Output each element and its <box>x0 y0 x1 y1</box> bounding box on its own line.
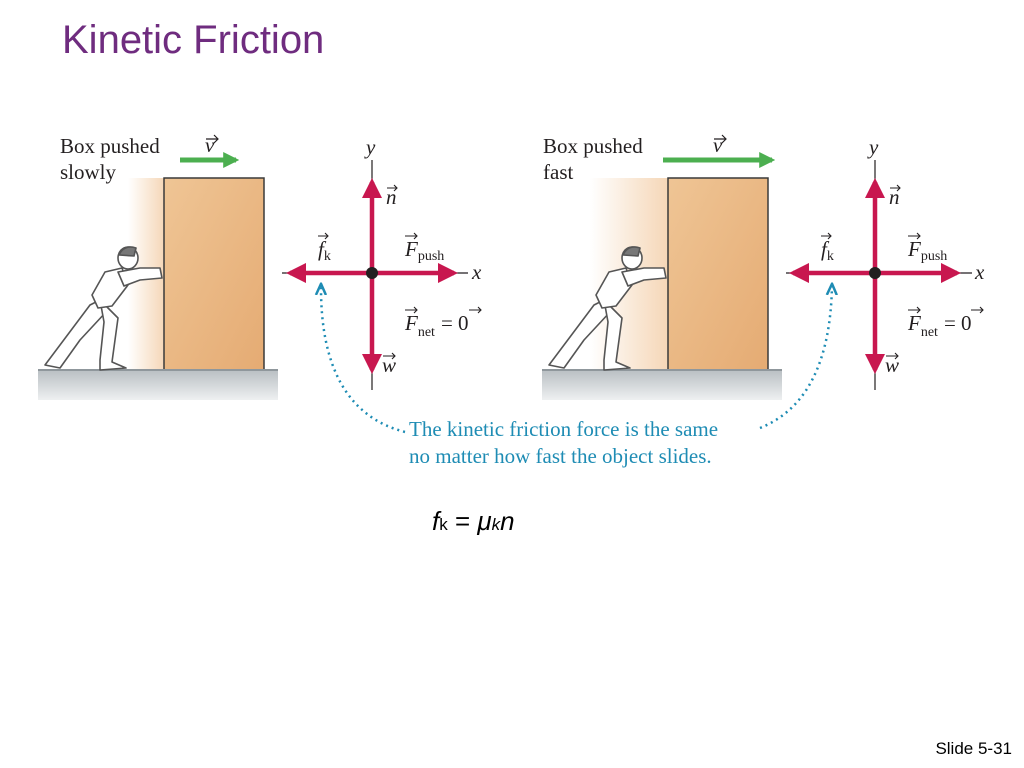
panel-slow-caption-line1: Box pushed <box>60 134 160 158</box>
vector-arrow-mark <box>405 232 418 240</box>
panel-slow-caption-line2: slowly <box>60 160 117 184</box>
person-pushing <box>548 246 667 371</box>
vector-arrow-mark <box>405 306 418 314</box>
formula-n: n <box>500 506 515 536</box>
dotted-connector-right <box>759 285 832 430</box>
person-pushing <box>44 246 163 371</box>
free-body-diagram-slow: y x n w fk Fpush Fnet= 0 <box>282 135 482 390</box>
slide-title: Kinetic Friction <box>62 18 325 62</box>
kinetic-friction-formula: fk = μkn <box>432 506 515 537</box>
vector-arrow-mark <box>383 352 396 360</box>
y-axis-label: y <box>867 135 879 159</box>
vector-arrow-mark <box>821 232 832 240</box>
free-body-diagram-fast: y x n w fk Fpush Fnet= 0 <box>786 135 985 390</box>
note-line1: The kinetic friction force is the same <box>409 417 718 441</box>
formula-f: f <box>432 506 440 536</box>
slide-number: Slide 5-31 <box>935 739 1012 758</box>
velocity-label: v <box>713 133 723 157</box>
panel-fast: Box pushed fast v y x n <box>542 133 985 400</box>
push-force-label: Fpush <box>404 237 444 264</box>
vector-arrow-mark <box>714 134 727 144</box>
formula-equals: = <box>447 506 478 536</box>
box <box>667 177 769 371</box>
velocity-label: v <box>205 133 215 157</box>
origin-dot <box>869 267 881 279</box>
normal-force-label: n <box>386 185 397 209</box>
normal-force-label: n <box>889 185 900 209</box>
vector-arrow-mark <box>908 306 921 314</box>
origin-dot <box>366 267 378 279</box>
friction-force-label: fk <box>318 237 331 264</box>
formula-mu-sub: k <box>491 515 501 534</box>
panel-slow: Box pushed slowly v <box>38 133 482 400</box>
box <box>163 177 265 371</box>
vector-arrow-mark <box>890 184 901 192</box>
push-force-label: Fpush <box>907 237 947 264</box>
vector-arrow-mark <box>886 352 899 360</box>
note-line2: no matter how fast the object slides. <box>409 444 712 468</box>
net-force-label: Fnet= 0 <box>907 311 972 340</box>
vector-arrow-mark <box>387 184 398 192</box>
net-force-label: Fnet= 0 <box>404 311 469 340</box>
y-axis-label: y <box>364 135 376 159</box>
vector-arrow-mark <box>908 232 921 240</box>
friction-force-label: fk <box>821 237 834 264</box>
formula-f-sub: k <box>439 515 448 534</box>
vector-arrow-mark <box>206 134 219 144</box>
vector-arrow-mark <box>469 306 482 314</box>
floor <box>542 370 782 400</box>
floor <box>38 370 278 400</box>
formula-mu: μ <box>477 506 492 536</box>
x-axis-label: x <box>471 260 482 284</box>
vector-arrow-mark <box>318 232 329 240</box>
x-axis-label: x <box>974 260 985 284</box>
vector-arrow-mark <box>971 306 984 314</box>
panel-fast-caption-line2: fast <box>543 160 573 184</box>
panel-fast-caption-line1: Box pushed <box>543 134 643 158</box>
